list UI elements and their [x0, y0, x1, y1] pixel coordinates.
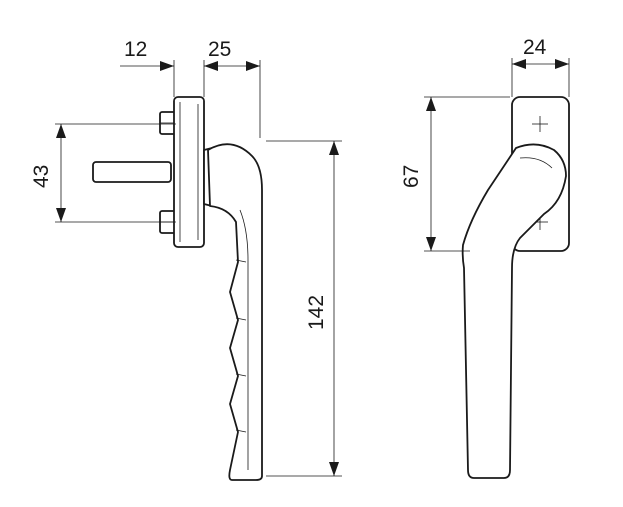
dim-label-142: 142 — [305, 295, 328, 330]
dim-label-25: 25 — [208, 38, 231, 61]
dim-label-12: 12 — [124, 38, 147, 61]
spindle — [92, 161, 172, 183]
handle-body-front — [461, 143, 567, 479]
dim-label-24: 24 — [523, 36, 547, 59]
front-view — [461, 96, 570, 479]
dim-label-43: 43 — [30, 165, 53, 188]
dimension-bolt-spacing: 43 — [30, 123, 176, 223]
dimension-rosette-height: 67 — [400, 96, 510, 252]
dimension-handle-length: 142 — [266, 140, 342, 477]
side-view — [92, 96, 263, 481]
handle-body-side — [207, 143, 263, 481]
dim-label-67: 67 — [400, 165, 423, 188]
dimension-rosette-width: 24 — [511, 36, 570, 97]
dimension-top-side: 12 25 — [120, 38, 261, 138]
screw-mark-top — [532, 116, 548, 132]
base-plate — [173, 96, 205, 248]
